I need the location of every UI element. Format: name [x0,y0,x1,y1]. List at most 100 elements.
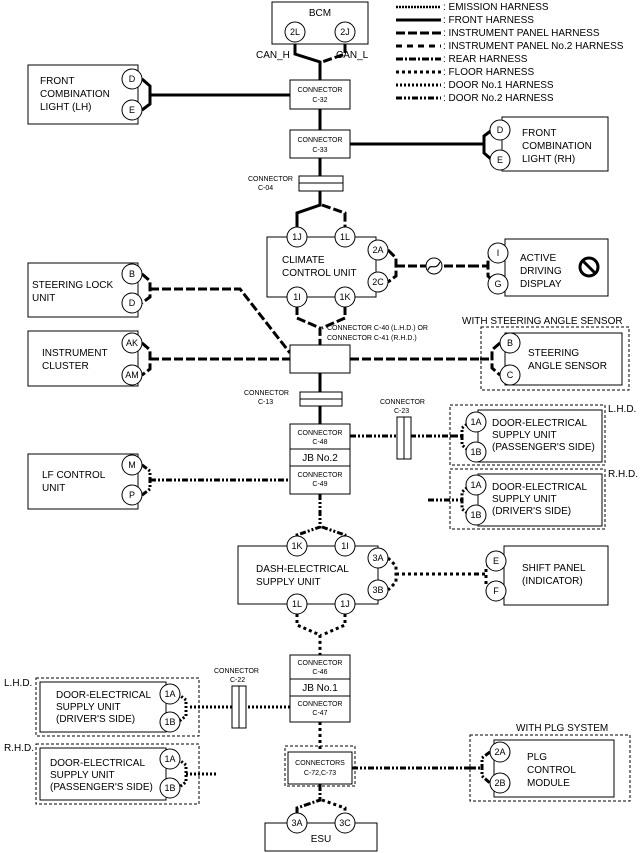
wire-dash-1j [321,614,347,637]
pin-1j [286,226,308,248]
active-display-line3: DISPLAY [520,279,562,290]
pin-2j [334,21,356,43]
pin-1j [334,593,356,615]
pin-e-label: E [493,556,499,566]
wire-sl-fork [141,272,152,305]
legend-label-front: : FRONT HARNESS [443,15,534,26]
door-drv-bot-line1: DOOR-ELECTRICAL [56,690,151,701]
steering-angle-dashed-box [480,326,630,391]
dash-box[interactable] [237,545,379,605]
instrument-line2: CLUSTER [42,361,89,372]
front-light-lh-box[interactable] [27,64,139,125]
door-drv-bot-box[interactable] [39,681,167,733]
plg-box[interactable] [493,739,615,798]
front-combination-light-rh[interactable]: FRONT COMBINATION LIGHT (RH) D E [489,116,609,172]
front-combination-light-lh[interactable]: FRONT COMBINATION LIGHT (LH) D E [27,64,143,125]
pin-3a-label: 3A [291,818,302,828]
pin-m [121,454,143,476]
pin-1a [465,411,487,433]
c32-line1: CONNECTOR [298,87,343,94]
pin-e [121,99,143,121]
pin-1a [159,748,181,770]
c46-line1: CONNECTOR [298,660,343,667]
wire-c72-3c [321,798,347,815]
steering-angle-box[interactable] [504,332,623,386]
shift-panel-box[interactable] [503,545,609,606]
door-supply-unit-driver-bottom[interactable]: DOOR-ELECTRICAL SUPPLY UNIT (DRIVER'S SI… [39,681,181,733]
door-pass-bot-box[interactable] [39,747,167,801]
pin-e [489,149,511,171]
jb1-label: JB No.1 [302,683,338,694]
lf-control-line2: UNIT [42,483,65,494]
can-h-label: CAN_H [256,50,290,61]
door-pass-bot-line3: (PASSENGER'S SIDE) [50,782,153,793]
pin-2a-label: 2A [372,245,383,255]
steering-angle-line1: STEERING [528,348,579,359]
connectors-c72-c73[interactable]: CONNECTORS C-72,C-73 [284,745,356,787]
c33-box[interactable] [289,129,351,159]
climate-box[interactable] [266,236,377,298]
active-driving-display[interactable]: ACTIVE DRIVING DISPLAY I G [487,238,609,297]
wire-climate-2a2c [386,248,398,284]
plg-group: WITH PLG SYSTEM PLG CONTROL MODULE 2A 2B [469,723,631,802]
pin-3a [286,812,308,834]
climate-control-unit[interactable]: CLIMATE CONTROL UNIT 1J 1L 1I 1K 2A 2C [266,226,389,308]
lf-control-box[interactable] [27,453,139,510]
door-pass-top-line2: SUPPLY UNIT [492,430,557,441]
esu[interactable]: ESU 3A 3C [264,812,378,852]
c23-line2: C-23 [394,408,409,415]
jb1-box[interactable] [289,654,351,723]
connector-c22[interactable]: CONNECTOR C-22 [214,668,259,729]
pin-ak [121,332,143,354]
steering-lock-box[interactable] [27,262,139,318]
pin-1k [334,286,356,308]
plg-control-module[interactable]: PLG CONTROL MODULE 2A 2B [489,739,615,798]
door-drv-top-box[interactable] [477,473,603,527]
c23-line1: CONNECTOR [380,399,425,406]
dash-electrical-supply-unit[interactable]: DASH-ELECTRICAL SUPPLY UNIT 1K 1I 1L 1J … [237,535,389,615]
c72-line1: CONNECTORS [295,760,345,767]
door-drv-bot-dashed [35,677,200,737]
c32-box[interactable] [289,79,351,110]
steering-angle-sensor[interactable]: STEERING ANGLE SENSOR B C [499,332,623,386]
front-light-lh-line3: LIGHT (LH) [40,102,92,113]
bcm[interactable]: BCM 2L 2J [271,1,369,45]
pin-2c [367,271,389,293]
pin-1j-label: 1J [292,232,302,242]
jb-no2[interactable]: CONNECTOR C-48 JB No.2 CONNECTOR C-49 [289,423,351,495]
lf-control-unit[interactable]: LF CONTROL UNIT M P [27,453,143,510]
door-supply-unit-passenger-top[interactable]: DOOR-ELECTRICAL SUPPLY UNIT (PASSENGER'S… [465,409,603,463]
door-supply-rhd-group: R.H.D. DOOR-ELECTRICAL SUPPLY UNIT (DRIV… [449,468,638,530]
jb-no1[interactable]: CONNECTOR C-46 JB No.1 CONNECTOR C-47 [289,654,351,723]
c22-line1: CONNECTOR [214,668,259,675]
instrument-line1: INSTRUMENT [42,348,108,359]
c04-line2: C-04 [258,185,273,192]
shift-panel[interactable]: SHIFT PANEL (INDICATOR) E F [485,545,609,606]
door-supply-unit-passenger-bottom[interactable]: DOOR-ELECTRICAL SUPPLY UNIT (PASSENGER'S… [39,747,181,801]
pin-b [121,263,143,285]
door-drv-top-line3: (DRIVER'S SIDE) [492,506,571,517]
instrument-cluster[interactable]: INSTRUMENT CLUSTER AK AM [27,330,143,387]
connector-c40[interactable]: CONNECTOR C-40 (L.H.D.) OR CONNECTOR C-4… [289,325,428,374]
connector-c33[interactable]: CONNECTOR C-33 [289,129,351,159]
connector-c04[interactable]: CONNECTOR C-04 [248,175,344,192]
steering-angle-line2: ANGLE SENSOR [528,361,607,372]
connector-c23[interactable]: CONNECTOR C-23 [380,399,425,460]
pin-1a-label: 1A [164,754,175,764]
front-light-rh-box[interactable] [501,116,609,172]
c72-box[interactable] [287,751,353,785]
lhd-label-bottom: L.H.D. [4,678,32,689]
steering-lock-unit[interactable]: STEERING LOCK UNIT B D [27,262,143,318]
legend-label-door1: : DOOR No.1 HARNESS [443,80,554,91]
instrument-cluster-box[interactable] [27,330,139,387]
pin-1b-label: 1B [470,510,481,520]
c40-box[interactable] [289,344,351,374]
door-supply-unit-driver-top[interactable]: DOOR-ELECTRICAL SUPPLY UNIT (DRIVER'S SI… [465,473,603,527]
connector-c32[interactable]: CONNECTOR C-32 [289,79,351,110]
connector-c13[interactable]: CONNECTOR C-13 [244,390,343,407]
esu-box[interactable] [264,822,378,852]
steering-lock-line1: STEERING LOCK [32,280,113,291]
lf-control-line1: LF CONTROL [42,470,106,481]
door-pass-top-box[interactable] [477,409,603,463]
jb2-box[interactable] [289,423,351,495]
